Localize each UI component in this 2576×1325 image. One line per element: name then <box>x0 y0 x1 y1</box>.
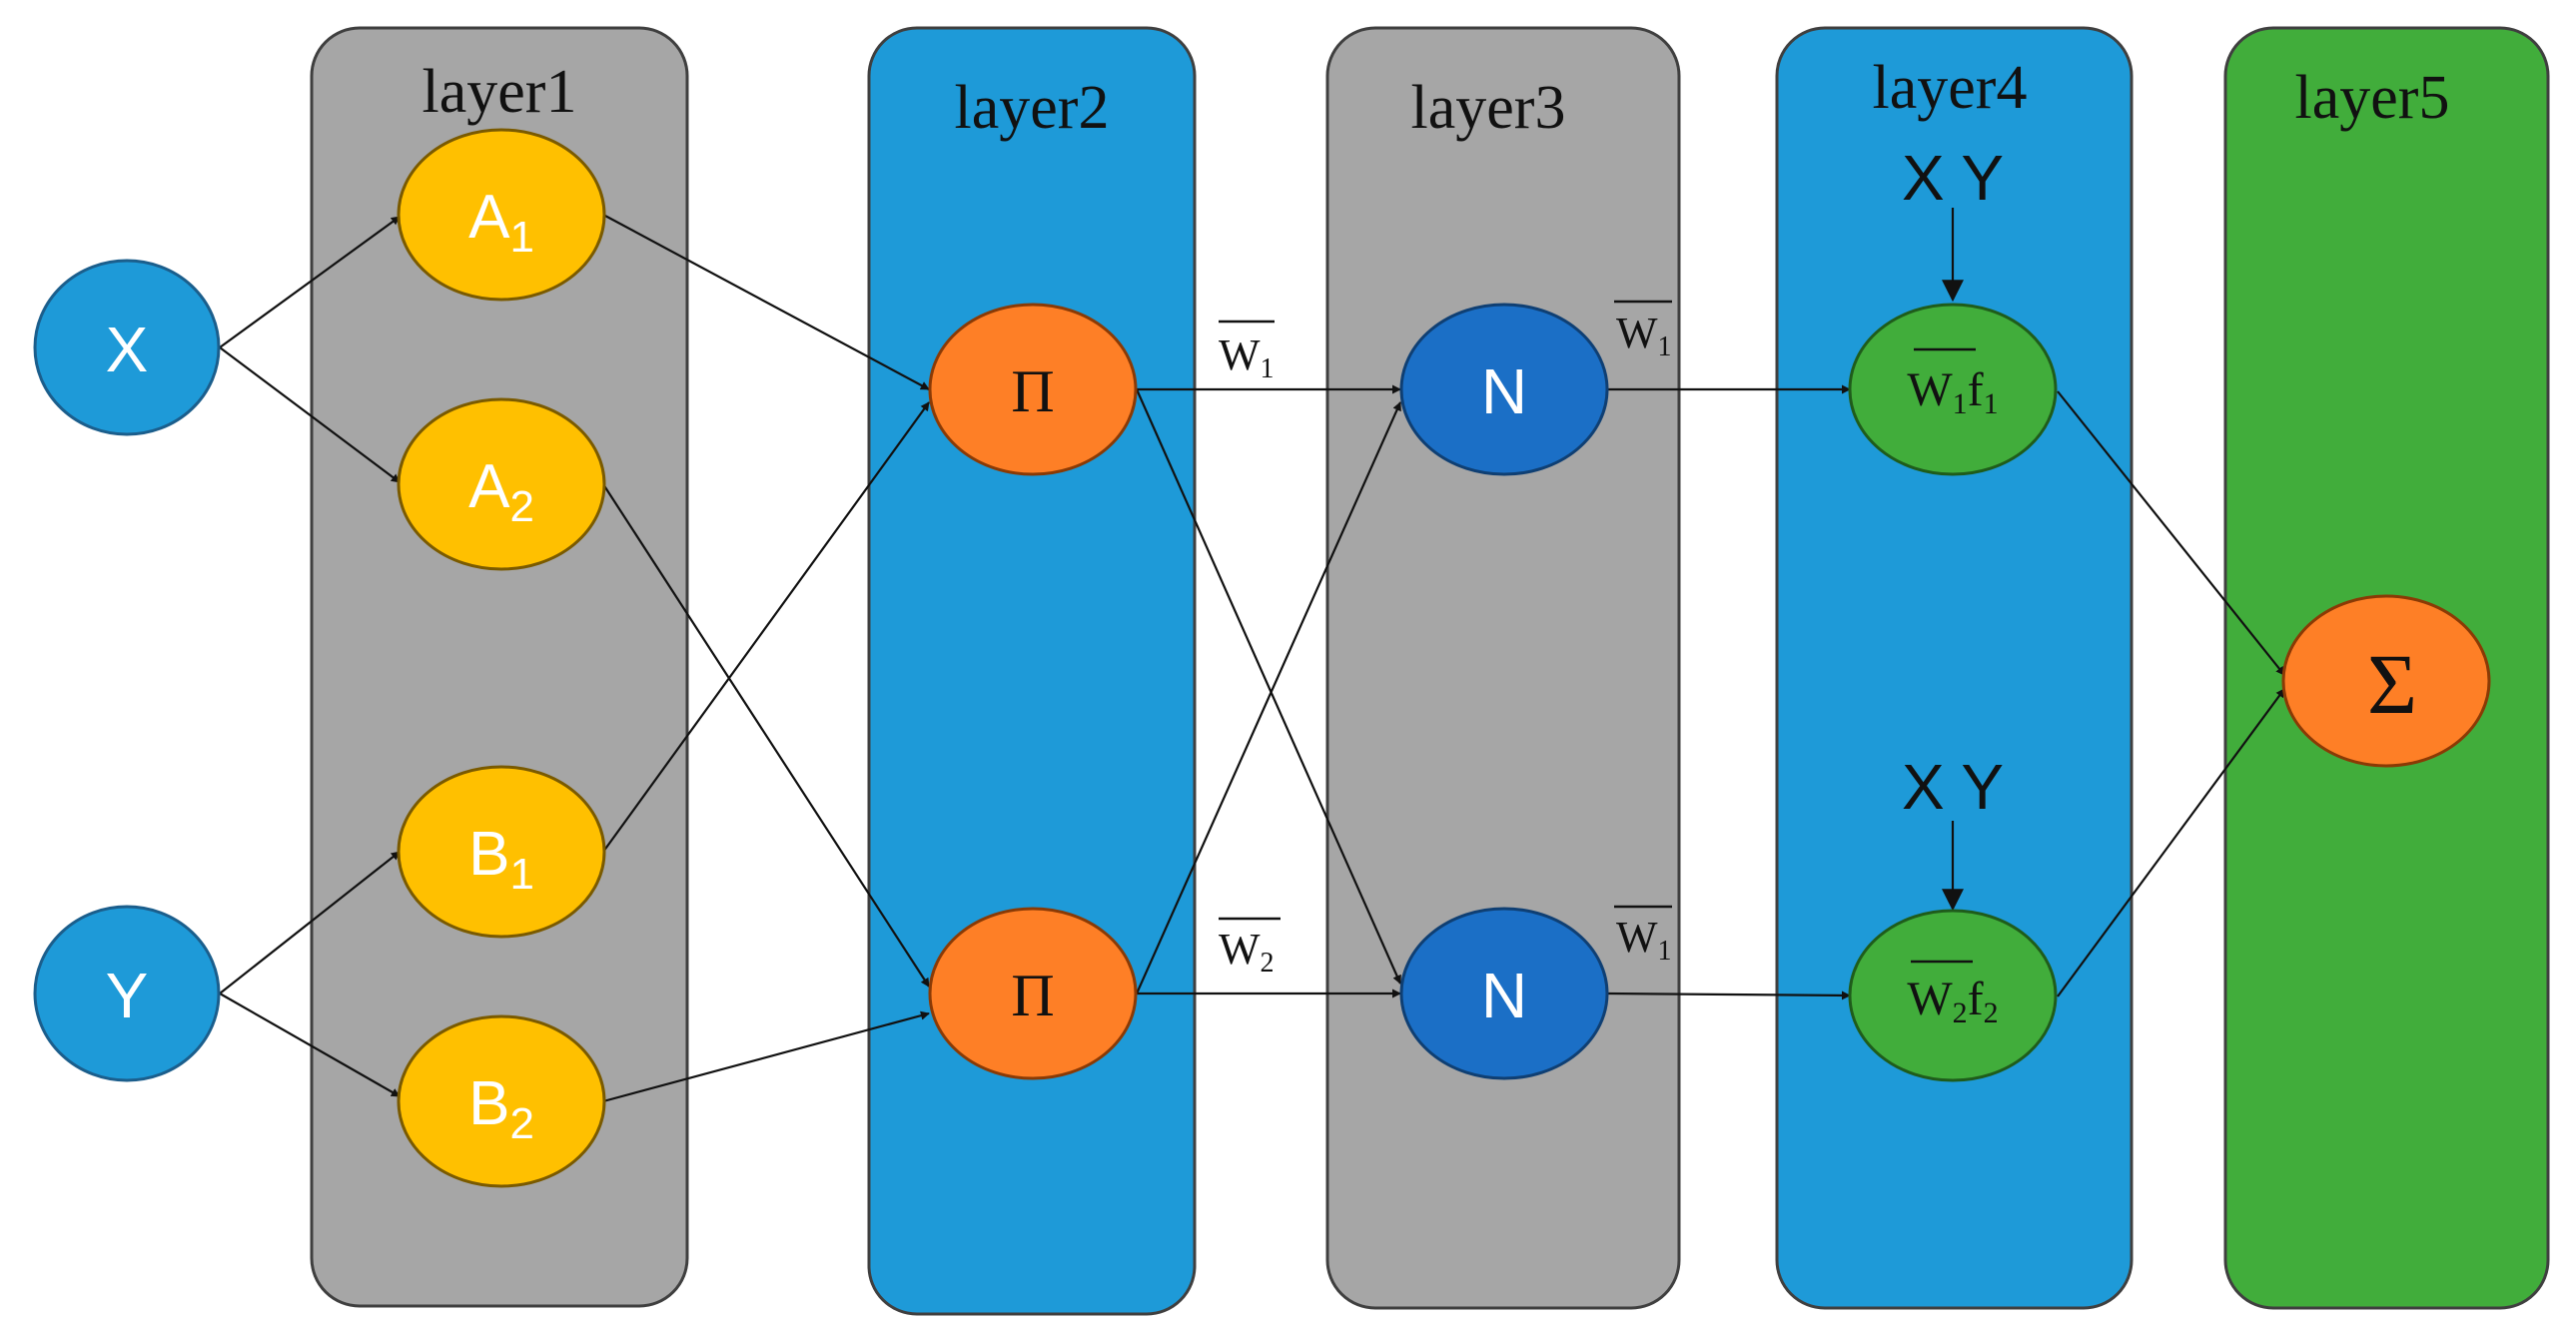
edge-pi2-n1 <box>1135 401 1402 994</box>
edge-label-w1-n-bottom: W1 <box>1614 905 1672 967</box>
product-2-symbol: Π <box>1011 963 1054 1028</box>
a1-sub: 1 <box>509 213 533 262</box>
svg-text:A1: A1 <box>468 183 534 262</box>
edge-label-w1-top: W1 <box>1219 320 1275 384</box>
layer4-title: layer4 <box>1873 54 2028 122</box>
consequent-xy-top: X Y <box>1902 142 2004 214</box>
consequent-node-2: W2f2 <box>1848 909 2058 1082</box>
w1-top-sub: 1 <box>1261 353 1275 384</box>
normalize-2-symbol: N <box>1481 960 1527 1031</box>
normalize-1-symbol: N <box>1481 355 1527 427</box>
normalize-node-1: N <box>1399 303 1609 476</box>
r1-f: f <box>1968 363 1984 416</box>
svg-text:W1f1: W1f1 <box>1907 363 1998 420</box>
edge-x-a1 <box>219 216 401 348</box>
input-y-label: Y <box>106 960 149 1031</box>
output-node-sum: Σ <box>2281 594 2491 768</box>
layer2-title: layer2 <box>955 74 1110 142</box>
r1-fsub: 1 <box>1984 387 1999 420</box>
layer3-panel: layer3 <box>1325 26 1681 1310</box>
edge-a1-pi1 <box>602 214 930 390</box>
w1-n-top-base: W <box>1616 309 1658 357</box>
svg-text:W1: W1 <box>1616 309 1672 362</box>
layer1-title: layer1 <box>423 58 577 126</box>
b2-base: B <box>468 1069 509 1138</box>
input-x-label: X <box>106 314 149 385</box>
w2-bottom-sub: 2 <box>1261 948 1275 979</box>
w1-top-base: W <box>1219 331 1261 379</box>
product-node-1: Π <box>928 303 1138 476</box>
a2-base: A <box>468 452 510 521</box>
svg-text:W2f2: W2f2 <box>1907 973 1998 1029</box>
r1-wsub: 1 <box>1953 387 1968 420</box>
edge-label-w2-bottom: W2 <box>1219 917 1281 979</box>
edge-r1-sigma <box>2057 390 2285 676</box>
layer3-title: layer3 <box>1411 74 1566 142</box>
layer2-panel: layer2 <box>867 26 1197 1316</box>
edge-n2-r2 <box>1607 991 1851 1000</box>
membership-node-b2: B2 <box>397 1014 606 1188</box>
layer5-title: layer5 <box>2295 64 2450 132</box>
svg-text:W2: W2 <box>1219 925 1275 979</box>
membership-node-b1: B1 <box>397 765 606 939</box>
input-node-x: X <box>33 259 221 436</box>
membership-node-a1: A1 <box>397 128 606 302</box>
svg-text:W1: W1 <box>1219 331 1275 384</box>
edge-r2-sigma <box>2057 688 2285 997</box>
product-1-symbol: Π <box>1011 358 1054 424</box>
normalize-node-2: N <box>1399 907 1609 1080</box>
a2-sub: 2 <box>509 482 533 531</box>
b2-sub: 2 <box>509 1099 533 1148</box>
svg-text:B2: B2 <box>468 1069 534 1148</box>
a1-base: A <box>468 183 510 252</box>
edge-x-a2 <box>219 346 401 483</box>
r2-w: W <box>1907 973 1953 1025</box>
edge-y-b2 <box>219 993 401 1097</box>
input-node-y: Y <box>33 905 221 1082</box>
product-node-2: Π <box>928 907 1138 1080</box>
w1-n-bottom-sub: 1 <box>1658 936 1672 967</box>
edges <box>219 208 2285 1103</box>
r2-f: f <box>1968 973 1984 1025</box>
svg-text:W1: W1 <box>1616 913 1672 967</box>
w1-n-bottom-base: W <box>1616 913 1658 962</box>
layer4-panel: layer4 <box>1775 26 2134 1310</box>
output-sigma: Σ <box>2367 636 2417 732</box>
consequent-xy-bottom: X Y <box>1902 751 2004 823</box>
r1-w: W <box>1907 363 1953 416</box>
w1-n-top-sub: 1 <box>1658 331 1672 362</box>
edge-y-b1 <box>219 851 401 994</box>
membership-node-a2: A2 <box>397 397 606 571</box>
svg-text:B1: B1 <box>468 820 534 899</box>
b1-sub: 1 <box>509 850 533 899</box>
edge-b1-pi1 <box>602 401 930 853</box>
edge-label-w1-n-top: W1 <box>1614 300 1672 362</box>
w2-bottom-base: W <box>1219 925 1261 974</box>
layer1-panel: layer1 <box>310 26 689 1308</box>
edge-a2-pi2 <box>602 483 930 988</box>
edge-pi1-n2 <box>1135 388 1402 985</box>
consequent-node-1: W1f1 <box>1848 303 2058 476</box>
r2-wsub: 2 <box>1953 996 1968 1029</box>
b1-base: B <box>468 820 509 889</box>
svg-text:A2: A2 <box>468 452 534 531</box>
r2-fsub: 2 <box>1984 996 1999 1029</box>
edge-b2-pi2 <box>602 1010 930 1103</box>
